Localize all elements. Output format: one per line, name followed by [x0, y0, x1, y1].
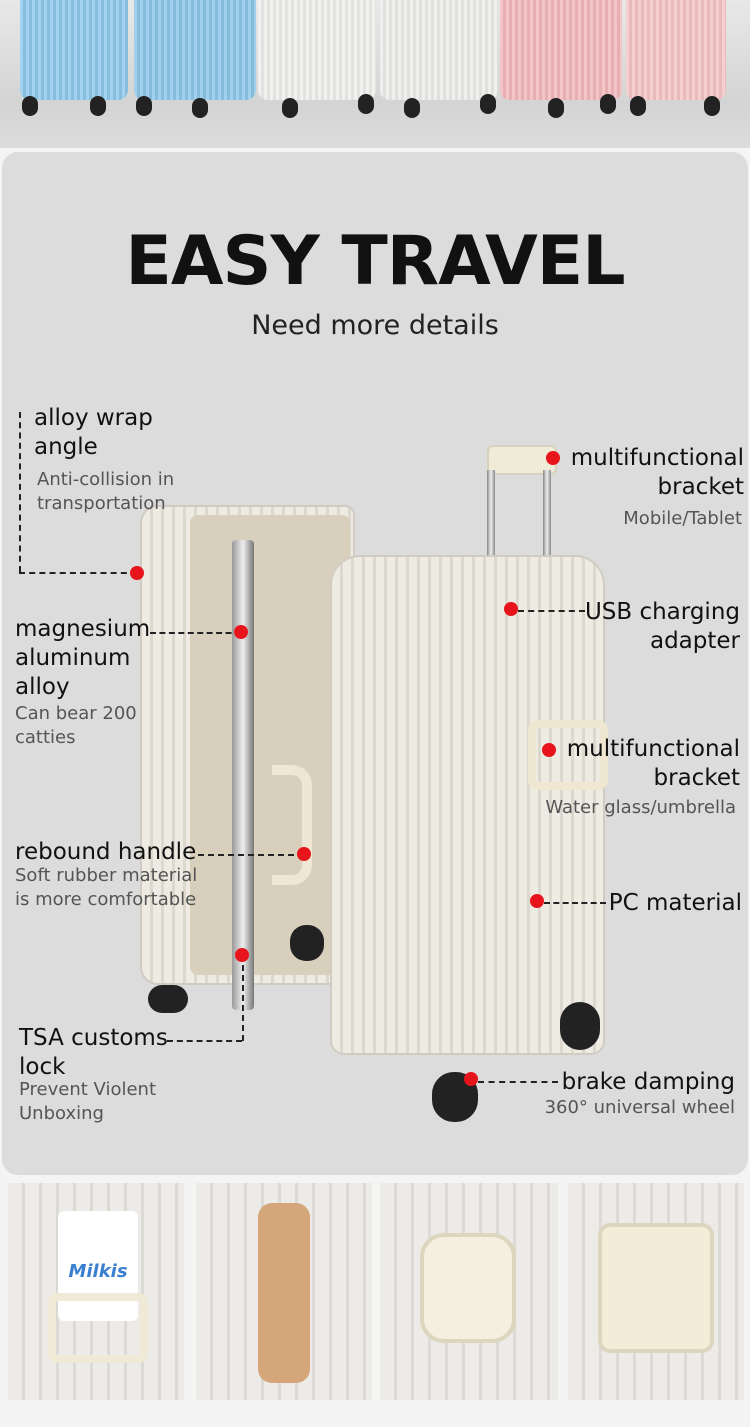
trolley-bar: [487, 470, 495, 610]
aluminum-frame: [232, 540, 254, 1010]
wheel: [148, 985, 188, 1013]
marker-dot: [130, 566, 144, 580]
feature-title: multifunctional bracket: [566, 736, 740, 791]
page-title: EASY TRAVEL: [125, 222, 625, 301]
bracket-closeup-photo: [568, 1183, 744, 1400]
suitcase-pink: [626, 0, 726, 100]
cup-holder-photo: Milkis: [8, 1183, 184, 1400]
folded-holder-photo: [380, 1183, 558, 1400]
wheel: [290, 925, 324, 961]
feature-desc: Water glass/umbrella: [545, 797, 736, 818]
marker-dot: [530, 894, 544, 908]
feature-desc: Prevent Violent Unboxing: [19, 1079, 157, 1124]
rebound-handle: [272, 765, 312, 885]
feature-title: USB charging adapter: [584, 599, 740, 654]
wheel: [90, 96, 106, 116]
feature-desc: 360° universal wheel: [544, 1097, 735, 1118]
suitcase-front-shell: [330, 555, 605, 1055]
feature-desc: Mobile/Tablet: [623, 508, 742, 529]
suitcase-white: [258, 0, 376, 100]
feature-desc: Soft rubber material is more comfortable: [15, 865, 198, 910]
wheel: [480, 94, 496, 114]
wheel: [548, 98, 564, 118]
feature-title: magnesium aluminum alloy: [15, 616, 151, 700]
wheel: [358, 94, 374, 114]
suitcase-lineup-photo: [0, 0, 750, 148]
feature-title: alloy wrap angle: [34, 405, 153, 460]
feature-title: multifunctional bracket: [570, 445, 744, 500]
feature-desc: Can bear 200 catties: [15, 703, 137, 748]
cup-brand: Milkis: [58, 1211, 138, 1321]
wheel: [630, 96, 646, 116]
feature-desc: Anti-collision in transportation: [37, 469, 175, 514]
cup-holder: [528, 720, 608, 790]
wheel: [22, 96, 38, 116]
feature-title: rebound handle: [15, 839, 197, 865]
marker-dot: [546, 451, 560, 465]
wheel: [560, 1002, 600, 1050]
marker-dot: [542, 743, 556, 757]
marker-dot: [504, 602, 518, 616]
wheel: [136, 96, 152, 116]
feature-title: brake damping: [561, 1069, 735, 1095]
page-subtitle: Need more details: [251, 310, 499, 341]
trolley-bar: [543, 470, 551, 610]
suitcase-white: [380, 0, 498, 100]
umbrella-holder-photo: [196, 1183, 372, 1400]
marker-dot: [464, 1072, 478, 1086]
suitcase-pink: [500, 0, 622, 100]
marker-dot: [297, 847, 311, 861]
suitcase-interior: [190, 515, 350, 975]
wheel: [704, 96, 720, 116]
wheel: [600, 94, 616, 114]
suitcase-blue: [20, 0, 128, 100]
wheel: [404, 98, 420, 118]
feature-title: TSA customs lock: [19, 1025, 168, 1080]
marker-dot: [235, 948, 249, 962]
feature-title: PC material: [608, 890, 742, 916]
wheel: [282, 98, 298, 118]
wheel: [192, 98, 208, 118]
marker-dot: [234, 625, 248, 639]
suitcase-blue: [134, 0, 256, 100]
